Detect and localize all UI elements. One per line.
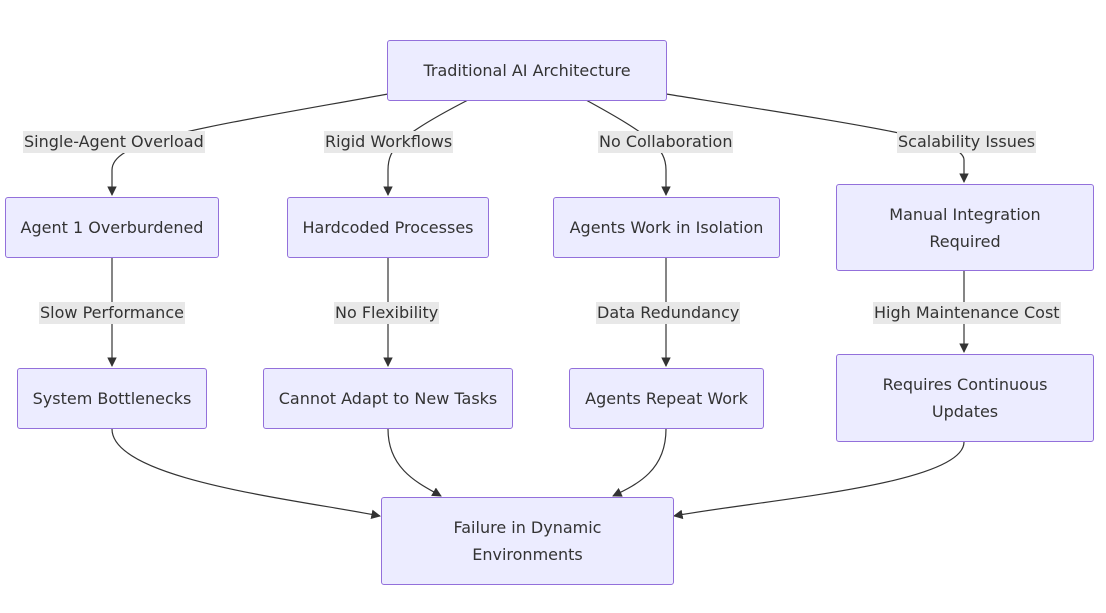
node-agents-repeat-work: Agents Repeat Work (569, 368, 764, 429)
node-hardcoded-processes: Hardcoded Processes (287, 197, 489, 258)
edge-adapt-failure (387, 428, 442, 497)
edge-label-no-flexibility: No Flexibility (334, 302, 440, 324)
node-cannot-adapt-to-new-tasks: Cannot Adapt to New Tasks (263, 368, 513, 429)
node-agents-work-in-isolation: Agents Work in Isolation (553, 197, 780, 258)
edge-updates-failure (673, 441, 965, 520)
edge-bottlenecks-failure (111, 428, 381, 520)
node-manual-integration-required: Manual Integration Required (836, 184, 1094, 271)
edge-label-rigid-workflows: Rigid Workflows (324, 131, 454, 153)
edge-repeat-failure (612, 428, 667, 497)
edge-label-single-agent-overload: Single-Agent Overload (23, 131, 205, 153)
node-agent-1-overburdened: Agent 1 Overburdened (5, 197, 219, 258)
node-system-bottlenecks: System Bottlenecks (17, 368, 207, 429)
edge-label-slow-performance: Slow Performance (39, 302, 185, 324)
edge-label-high-maintenance-cost: High Maintenance Cost (873, 302, 1061, 324)
edge-label-no-collaboration: No Collaboration (598, 131, 734, 153)
node-traditional-ai-architecture: Traditional AI Architecture (387, 40, 667, 101)
edge-label-scalability-issues: Scalability Issues (897, 131, 1037, 153)
node-failure-in-dynamic-environments: Failure in Dynamic Environments (381, 497, 674, 585)
node-requires-continuous-updates: Requires Continuous Updates (836, 354, 1094, 442)
edge-label-data-redundancy: Data Redundancy (596, 302, 741, 324)
